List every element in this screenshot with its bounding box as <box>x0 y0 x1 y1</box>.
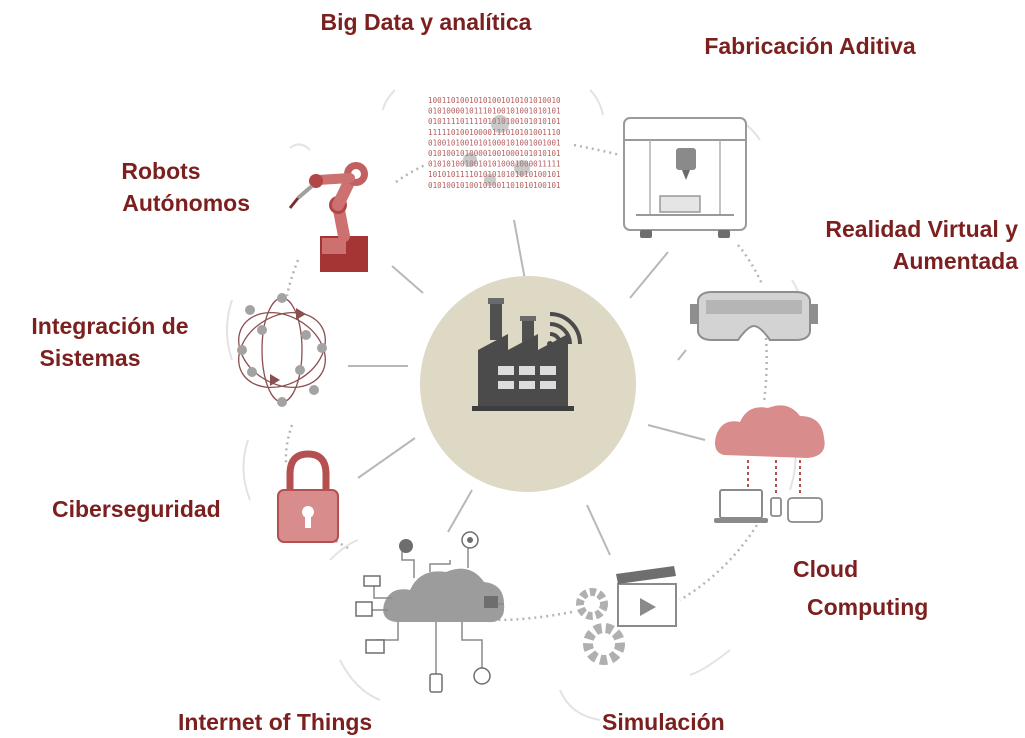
binary-line: 01001010010101000101001001001 <box>428 138 561 147</box>
label-vr-line2: Aumentada <box>892 248 1018 274</box>
label-robots-line2: Autónomos <box>122 190 250 216</box>
label-integration-line2: Sistemas <box>39 345 141 371</box>
label-simulation: Simulación <box>602 706 725 738</box>
label-vr-line1: Realidad Virtual y <box>825 216 1018 242</box>
label-big-data-text: Big Data y analítica <box>320 9 532 35</box>
label-iot-text: Internet of Things <box>178 709 373 735</box>
label-additive-text: Fabricación Aditiva <box>704 33 916 59</box>
cloud-devices-icon <box>714 405 825 523</box>
binary-line: 01010010100001001000101010101 <box>428 149 561 158</box>
binary-line: 01010000101110100101001010101 <box>428 107 561 116</box>
label-integration-line1: Integración de <box>31 313 189 339</box>
label-big-data: Big Data y analítica <box>300 6 552 38</box>
binary-line: 10101011110101010101010100101 <box>428 170 561 179</box>
label-internet-of-things: Internet of Things <box>178 706 372 738</box>
ring-connectors <box>284 143 768 622</box>
robot-arm-icon <box>288 162 368 272</box>
label-cloud-line2: Computing <box>807 594 929 620</box>
label-cybersecurity: Ciberseguridad <box>52 493 221 525</box>
label-systems-integration: Integración de Sistemas <box>10 310 210 374</box>
label-additive-manufacturing: Fabricación Aditiva <box>680 30 940 62</box>
label-cyber-text: Ciberseguridad <box>52 496 221 522</box>
label-cloud-line1: Cloud <box>793 556 859 582</box>
vr-headset-icon <box>690 291 818 341</box>
binary-line: 01011110111101010100101010101 <box>428 117 561 126</box>
binary-line: 01010100100101010001000011111 <box>428 160 561 169</box>
label-robots-line1: Robots <box>121 158 201 184</box>
binary-line: 11111010010000111010101001110 <box>428 128 561 137</box>
padlock-icon <box>277 450 339 543</box>
binary-line: 10011010010101001010101010010 <box>428 96 561 105</box>
spokes <box>348 219 706 556</box>
binary-data-icon: 10011010010101001010101010010 01010000101… <box>428 96 561 190</box>
label-virtual-reality: Realidad Virtual y Aumentada <box>760 213 1018 277</box>
binary-line: 01010010100101001101010100101 <box>428 181 561 190</box>
binary-text: 10011010010101001010101010010 01010000101… <box>428 96 561 190</box>
label-cloud-computing: Cloud Computing <box>793 553 928 623</box>
label-autonomous-robots: Robots Autónomos <box>90 155 250 219</box>
3d-printer-icon <box>623 117 747 238</box>
simulation-gears-icon <box>576 566 677 665</box>
smart-factory-icon <box>472 298 582 411</box>
network-integration-icon <box>237 293 327 407</box>
iot-cloud-icon <box>355 531 505 693</box>
ring-arcs <box>226 89 803 721</box>
label-simulation-text: Simulación <box>602 709 725 735</box>
